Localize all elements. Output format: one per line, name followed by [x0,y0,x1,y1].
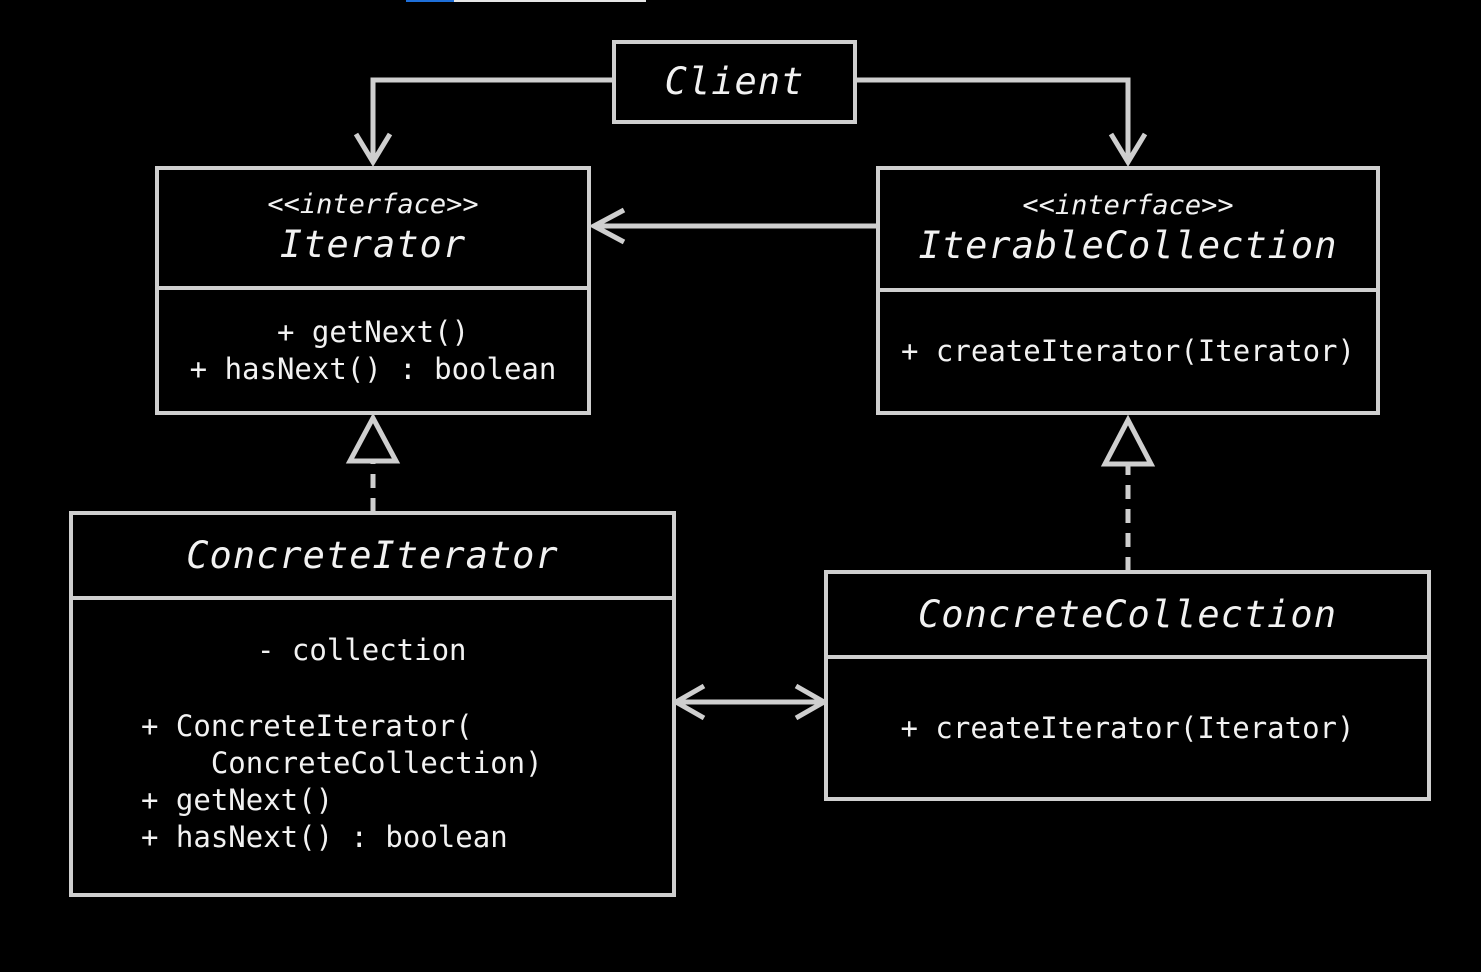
collection-to-iterator-arrowhead [588,207,626,245]
iterable-collection-interface-box: <<interface>> IterableCollection + creat… [876,166,1380,415]
iterator-member-hasnext: + hasNext() : boolean [189,351,557,386]
concrete-collection-member-createiterator: + createIterator(Iterator) [900,710,1355,745]
concrete-collection-box: ConcreteCollection + createIterator(Iter… [824,570,1431,801]
client-to-collection-line [856,77,1131,160]
iterator-interface-box: <<interface>> Iterator + getNext() + has… [155,166,591,415]
iterable-collection-name: IterableCollection [918,224,1338,267]
concrete-iterator-method-constructor: + ConcreteIterator( [141,709,473,743]
concrete-iterator-header: ConcreteIterator [73,515,672,600]
association-arrowhead-left [670,683,706,721]
iterator-members: + getNext() + hasNext() : boolean [159,290,587,411]
iterator-member-getnext: + getNext() [276,314,470,349]
iterator-name: Iterator [279,223,467,266]
iterable-collection-member-createiterator: + createIterator(Iterator) [901,334,1355,368]
top-edge-blue-segment [406,0,454,2]
concrete-collection-header: ConcreteCollection [828,574,1427,659]
concrete-iterator-name: ConcreteIterator [186,533,559,577]
concrete-iterator-method-hasnext: + hasNext() : boolean [141,820,508,854]
iterable-collection-stereotype: <<interface>> [1022,190,1234,221]
iterator-realization-triangle [345,412,401,464]
concrete-iterator-field-collection: - collection [257,633,467,667]
concrete-iterator-box: ConcreteIterator - collection + Concrete… [69,511,676,897]
concrete-collection-members: + createIterator(Iterator) [828,659,1427,797]
client-to-collection-arrowhead [1108,132,1148,167]
collection-realization-triangle [1100,414,1156,467]
iterator-stereotype: <<interface>> [267,189,479,220]
concrete-iterator-method-constructor-param: ConcreteCollection) [141,746,543,780]
concrete-iterator-members: - collection + ConcreteIterator( Concret… [73,600,672,893]
iterator-header: <<interface>> Iterator [159,170,587,290]
client-name: Client [664,60,805,103]
iterable-collection-members: + createIterator(Iterator) [880,292,1376,411]
concrete-iterator-method-getnext: + getNext() [141,783,334,817]
top-edge-strip [406,0,646,2]
client-box: Client [612,40,857,124]
client-to-iterator-line [370,77,612,160]
iterable-collection-header: <<interface>> IterableCollection [880,170,1376,292]
client-to-iterator-arrowhead [353,132,393,167]
concrete-collection-name: ConcreteCollection [918,592,1337,636]
